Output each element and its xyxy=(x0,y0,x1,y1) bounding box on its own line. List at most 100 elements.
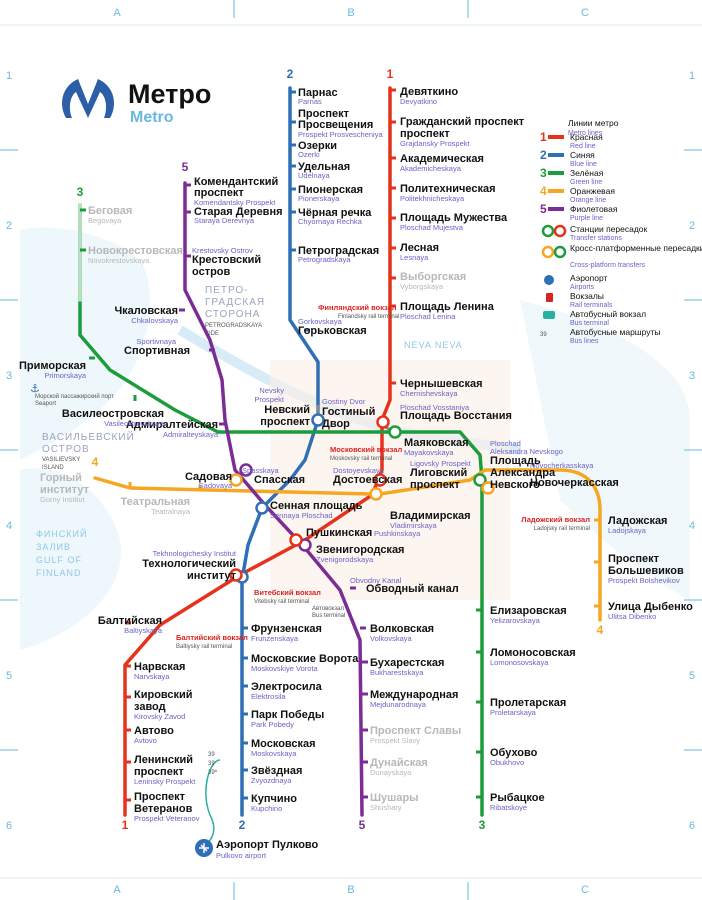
svg-text:SIDE: SIDE xyxy=(205,331,219,337)
svg-text:Moskovskaya: Moskovskaya xyxy=(251,749,297,758)
svg-text:Lomonosovskaya: Lomonosovskaya xyxy=(490,658,549,667)
svg-text:Politekhnicheskaya: Politekhnicheskaya xyxy=(400,194,465,203)
svg-text:Ulitsa Dibenko: Ulitsa Dibenko xyxy=(608,612,656,621)
svg-text:39: 39 xyxy=(208,761,215,767)
svg-text:Airports: Airports xyxy=(570,284,595,291)
svg-text:Фиолетовая: Фиолетовая xyxy=(570,204,618,214)
line-2-blue xyxy=(240,86,320,817)
svg-text:проспект: проспект xyxy=(400,128,450,140)
cross-platform-icon xyxy=(541,245,555,259)
svg-text:Blue line: Blue line xyxy=(570,161,597,168)
svg-text:Krestovsky Ostrov: Krestovsky Ostrov xyxy=(192,246,253,255)
svg-text:ПЕТРО-: ПЕТРО- xyxy=(205,285,249,296)
svg-text:Проспект Славы: Проспект Славы xyxy=(370,725,461,737)
svg-text:Ломоносовская: Ломоносовская xyxy=(490,647,576,659)
svg-text:Петроградская: Петроградская xyxy=(298,245,379,257)
svg-text:Кросс-платформенные пересадки: Кросс-платформенные пересадки xyxy=(570,243,702,253)
svg-text:Станции пересадок: Станции пересадок xyxy=(570,224,648,234)
svg-text:остров: остров xyxy=(192,266,231,278)
svg-text:Балтийская: Балтийская xyxy=(98,615,162,627)
svg-text:Технологический: Технологический xyxy=(142,558,236,570)
svg-text:Адмиралтейская: Адмиралтейская xyxy=(126,419,218,431)
svg-text:Большевиков: Большевиков xyxy=(608,565,684,577)
bus-terminal-icon xyxy=(543,311,555,319)
svg-text:проспект: проспект xyxy=(260,416,310,428)
rail-terminals: Финляндский вокзал Finlandsky rail termi… xyxy=(30,303,590,650)
svg-text:Pushkinskaya: Pushkinskaya xyxy=(374,529,421,538)
svg-text:Василеостровская: Василеостровская xyxy=(62,408,164,420)
svg-text:Звенигородская: Звенигородская xyxy=(316,544,404,556)
svg-text:3: 3 xyxy=(540,166,547,180)
grid-row-2-right: 2 xyxy=(689,220,695,232)
svg-text:Cross-platform transfers: Cross-platform transfers xyxy=(570,262,646,269)
svg-text:39ª: 39ª xyxy=(208,769,218,776)
svg-text:Obvodny Kanal: Obvodny Kanal xyxy=(350,576,402,585)
svg-text:Автовокзал: Автовокзал xyxy=(312,606,344,612)
svg-text:Dostoyevskaya: Dostoyevskaya xyxy=(333,466,385,475)
svg-text:Chyornaya Rechka: Chyornaya Rechka xyxy=(298,217,363,226)
anchor-icon: ⚓ xyxy=(30,382,40,395)
svg-text:Аэропорт: Аэропорт xyxy=(570,273,608,283)
svg-text:Rail terminals: Rail terminals xyxy=(570,302,613,309)
svg-text:Ладожский вокзал: Ладожский вокзал xyxy=(521,515,590,524)
svg-text:Petrogradskaya: Petrogradskaya xyxy=(298,255,351,264)
svg-text:Нарвская: Нарвская xyxy=(134,661,185,673)
svg-text:Двор: Двор xyxy=(322,418,350,430)
svg-text:Витебский вокзал: Витебский вокзал xyxy=(254,588,321,597)
svg-text:Елизаровская: Елизаровская xyxy=(490,605,567,617)
svg-text:Бухарестская: Бухарестская xyxy=(370,657,444,669)
svg-text:Ploschad Vosstaniya: Ploschad Vosstaniya xyxy=(400,403,470,412)
grid-row-6-right: 6 xyxy=(689,820,695,832)
svg-text:Лесная: Лесная xyxy=(400,242,439,254)
svg-text:Baltiyskaya: Baltiyskaya xyxy=(124,626,163,635)
svg-text:Площадь Ленина: Площадь Ленина xyxy=(400,301,495,313)
svg-text:2: 2 xyxy=(540,148,547,162)
grid-row-4-left: 4 xyxy=(6,520,12,532)
svg-text:Bus terminal: Bus terminal xyxy=(312,613,345,619)
svg-text:Фрунзенская: Фрунзенская xyxy=(251,623,322,635)
svg-text:Prospekt Slavy: Prospekt Slavy xyxy=(370,736,420,745)
svg-text:Vyborgskaya: Vyborgskaya xyxy=(400,282,444,291)
svg-text:Парнас: Парнас xyxy=(298,87,338,99)
svg-text:Mejdunarodnaya: Mejdunarodnaya xyxy=(370,700,427,709)
svg-text:Leninsky Prospekt: Leninsky Prospekt xyxy=(134,777,196,786)
airport-legend-icon xyxy=(544,275,554,285)
logo-title: Метро xyxy=(128,79,211,109)
svg-text:Gorkovskaya: Gorkovskaya xyxy=(298,317,343,326)
svg-text:Горьковская: Горьковская xyxy=(298,325,367,337)
svg-text:Вокзалы: Вокзалы xyxy=(570,291,604,301)
svg-text:Grajdansky Prospekt: Grajdansky Prospekt xyxy=(400,139,471,148)
svg-text:Devyatkino: Devyatkino xyxy=(400,97,437,106)
svg-text:Transfer stations: Transfer stations xyxy=(570,235,622,242)
svg-text:Удельная: Удельная xyxy=(298,161,350,173)
svg-text:Komendantsky Prospekt: Komendantsky Prospekt xyxy=(194,198,276,207)
svg-text:Ribatskoye: Ribatskoye xyxy=(490,803,527,812)
svg-text:Bus lines: Bus lines xyxy=(570,338,599,345)
svg-text:Prospekt Bolshevikov: Prospekt Bolshevikov xyxy=(608,576,680,585)
svg-text:Спортивная: Спортивная xyxy=(124,345,190,357)
grid-row-4-right: 4 xyxy=(689,520,695,532)
svg-text:Narvskaya: Narvskaya xyxy=(134,672,170,681)
svg-text:Зелёная: Зелёная xyxy=(570,168,604,178)
svg-text:5: 5 xyxy=(540,202,547,216)
svg-text:5: 5 xyxy=(359,818,366,832)
svg-text:Prospekt: Prospekt xyxy=(254,395,285,404)
svg-text:Ploschad Lenina: Ploschad Lenina xyxy=(400,312,456,321)
svg-text:Автово: Автово xyxy=(134,725,174,737)
svg-text:Red line: Red line xyxy=(570,143,596,150)
svg-text:Финляндский вокзал: Финляндский вокзал xyxy=(318,303,397,312)
svg-text:Новокрестовская: Новокрестовская xyxy=(88,245,183,257)
svg-text:Рыбацкое: Рыбацкое xyxy=(490,792,545,804)
svg-text:Zvyozdnaya: Zvyozdnaya xyxy=(251,776,292,785)
svg-text:Сенная площадь: Сенная площадь xyxy=(270,500,363,512)
svg-text:Просвещения: Просвещения xyxy=(298,119,373,131)
grid-row-1-left: 1 xyxy=(6,70,12,82)
svg-text:GULF OF: GULF OF xyxy=(36,555,82,565)
svg-text:Озерки: Озерки xyxy=(298,140,337,152)
metro-logo: Метро Metro xyxy=(62,79,211,126)
svg-text:Московский вокзал: Московский вокзал xyxy=(330,445,402,454)
svg-text:Kupchino: Kupchino xyxy=(251,804,282,813)
legend: Линии метро Metro lines 1 Красная Red li… xyxy=(540,118,702,345)
grid-col-a-bottom: A xyxy=(113,884,121,896)
